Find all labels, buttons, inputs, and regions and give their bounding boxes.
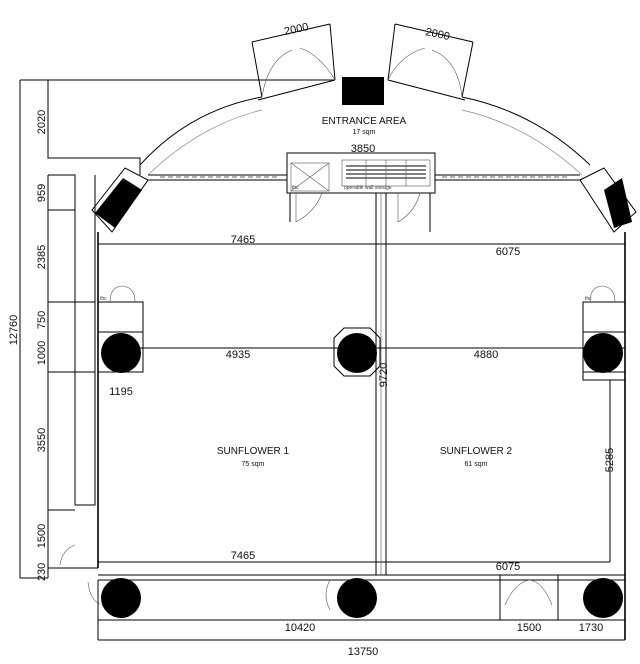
right-height-dimension: 5285 xyxy=(604,448,616,472)
top-left-width-dimension: 7465 xyxy=(231,234,255,246)
door-right-dimension: 2000 xyxy=(424,26,450,43)
thc-label-right: thc xyxy=(585,296,592,302)
mid-right-width-dimension: 4880 xyxy=(474,349,498,361)
sunflower-1-sqm: 75 sqm xyxy=(242,461,265,468)
base-left-dimension: 10420 xyxy=(285,622,316,634)
entrance-width-dimension: 3850 xyxy=(351,143,375,155)
pillar-width-dimension: 1195 xyxy=(109,386,133,398)
partition-length-dimension: 9720 xyxy=(378,363,390,387)
sunflower-2-label: SUNFLOWER 2 xyxy=(440,446,513,457)
column-center xyxy=(337,333,377,373)
bottom-right-width-dimension: 6075 xyxy=(496,561,520,573)
front-glazing xyxy=(148,174,580,181)
left-230-dimension: 230 xyxy=(36,563,48,581)
column-left xyxy=(101,333,141,373)
overall-width-dimension: 13750 xyxy=(348,646,379,658)
corner-blocks xyxy=(91,167,637,233)
entrance-area-label: ENTRANCE AREA xyxy=(322,116,407,127)
bottom-strip xyxy=(59,544,626,641)
operable-wall-label: operable wall storage xyxy=(344,185,392,191)
outer-walls xyxy=(19,79,335,579)
column-bottom-center xyxy=(337,578,377,618)
left-1000-dimension: 1000 xyxy=(36,341,48,365)
thc-label-entrance: thc xyxy=(292,185,299,191)
door-left-dimension: 2000 xyxy=(283,21,309,38)
entrance-doors: 2000 2000 xyxy=(251,21,474,105)
left-1500-dimension: 1500 xyxy=(36,524,48,548)
mid-left-width-dimension: 4935 xyxy=(226,349,250,361)
operable-wall-storage: operable wall storage thc xyxy=(286,152,436,232)
entrance-area-sqm: 17 sqm xyxy=(353,129,376,136)
sunflower-1-label: SUNFLOWER 1 xyxy=(217,446,290,457)
base-right-dimension: 1730 xyxy=(579,622,603,634)
base-mid-dimension: 1500 xyxy=(517,622,541,634)
bottom-left-width-dimension: 7465 xyxy=(231,550,255,562)
entrance-arc xyxy=(139,79,591,176)
column-right xyxy=(583,333,623,373)
left-750-dimension: 750 xyxy=(36,311,48,329)
left-3550-dimension: 3550 xyxy=(36,428,48,452)
left-2020-dimension: 2020 xyxy=(36,110,48,134)
thc-label-left: thc xyxy=(100,296,107,302)
column-bottom-left xyxy=(101,578,141,618)
top-right-width-dimension: 6075 xyxy=(496,246,520,258)
sunflower-2-sqm: 61 sqm xyxy=(465,461,488,468)
column-bottom-right xyxy=(583,578,623,618)
columns xyxy=(101,327,623,618)
left-959-dimension: 959 xyxy=(36,184,48,202)
left-2385-dimension: 2385 xyxy=(36,245,48,269)
main-hall xyxy=(97,192,626,640)
overall-height-dimension: 12760 xyxy=(8,315,20,346)
